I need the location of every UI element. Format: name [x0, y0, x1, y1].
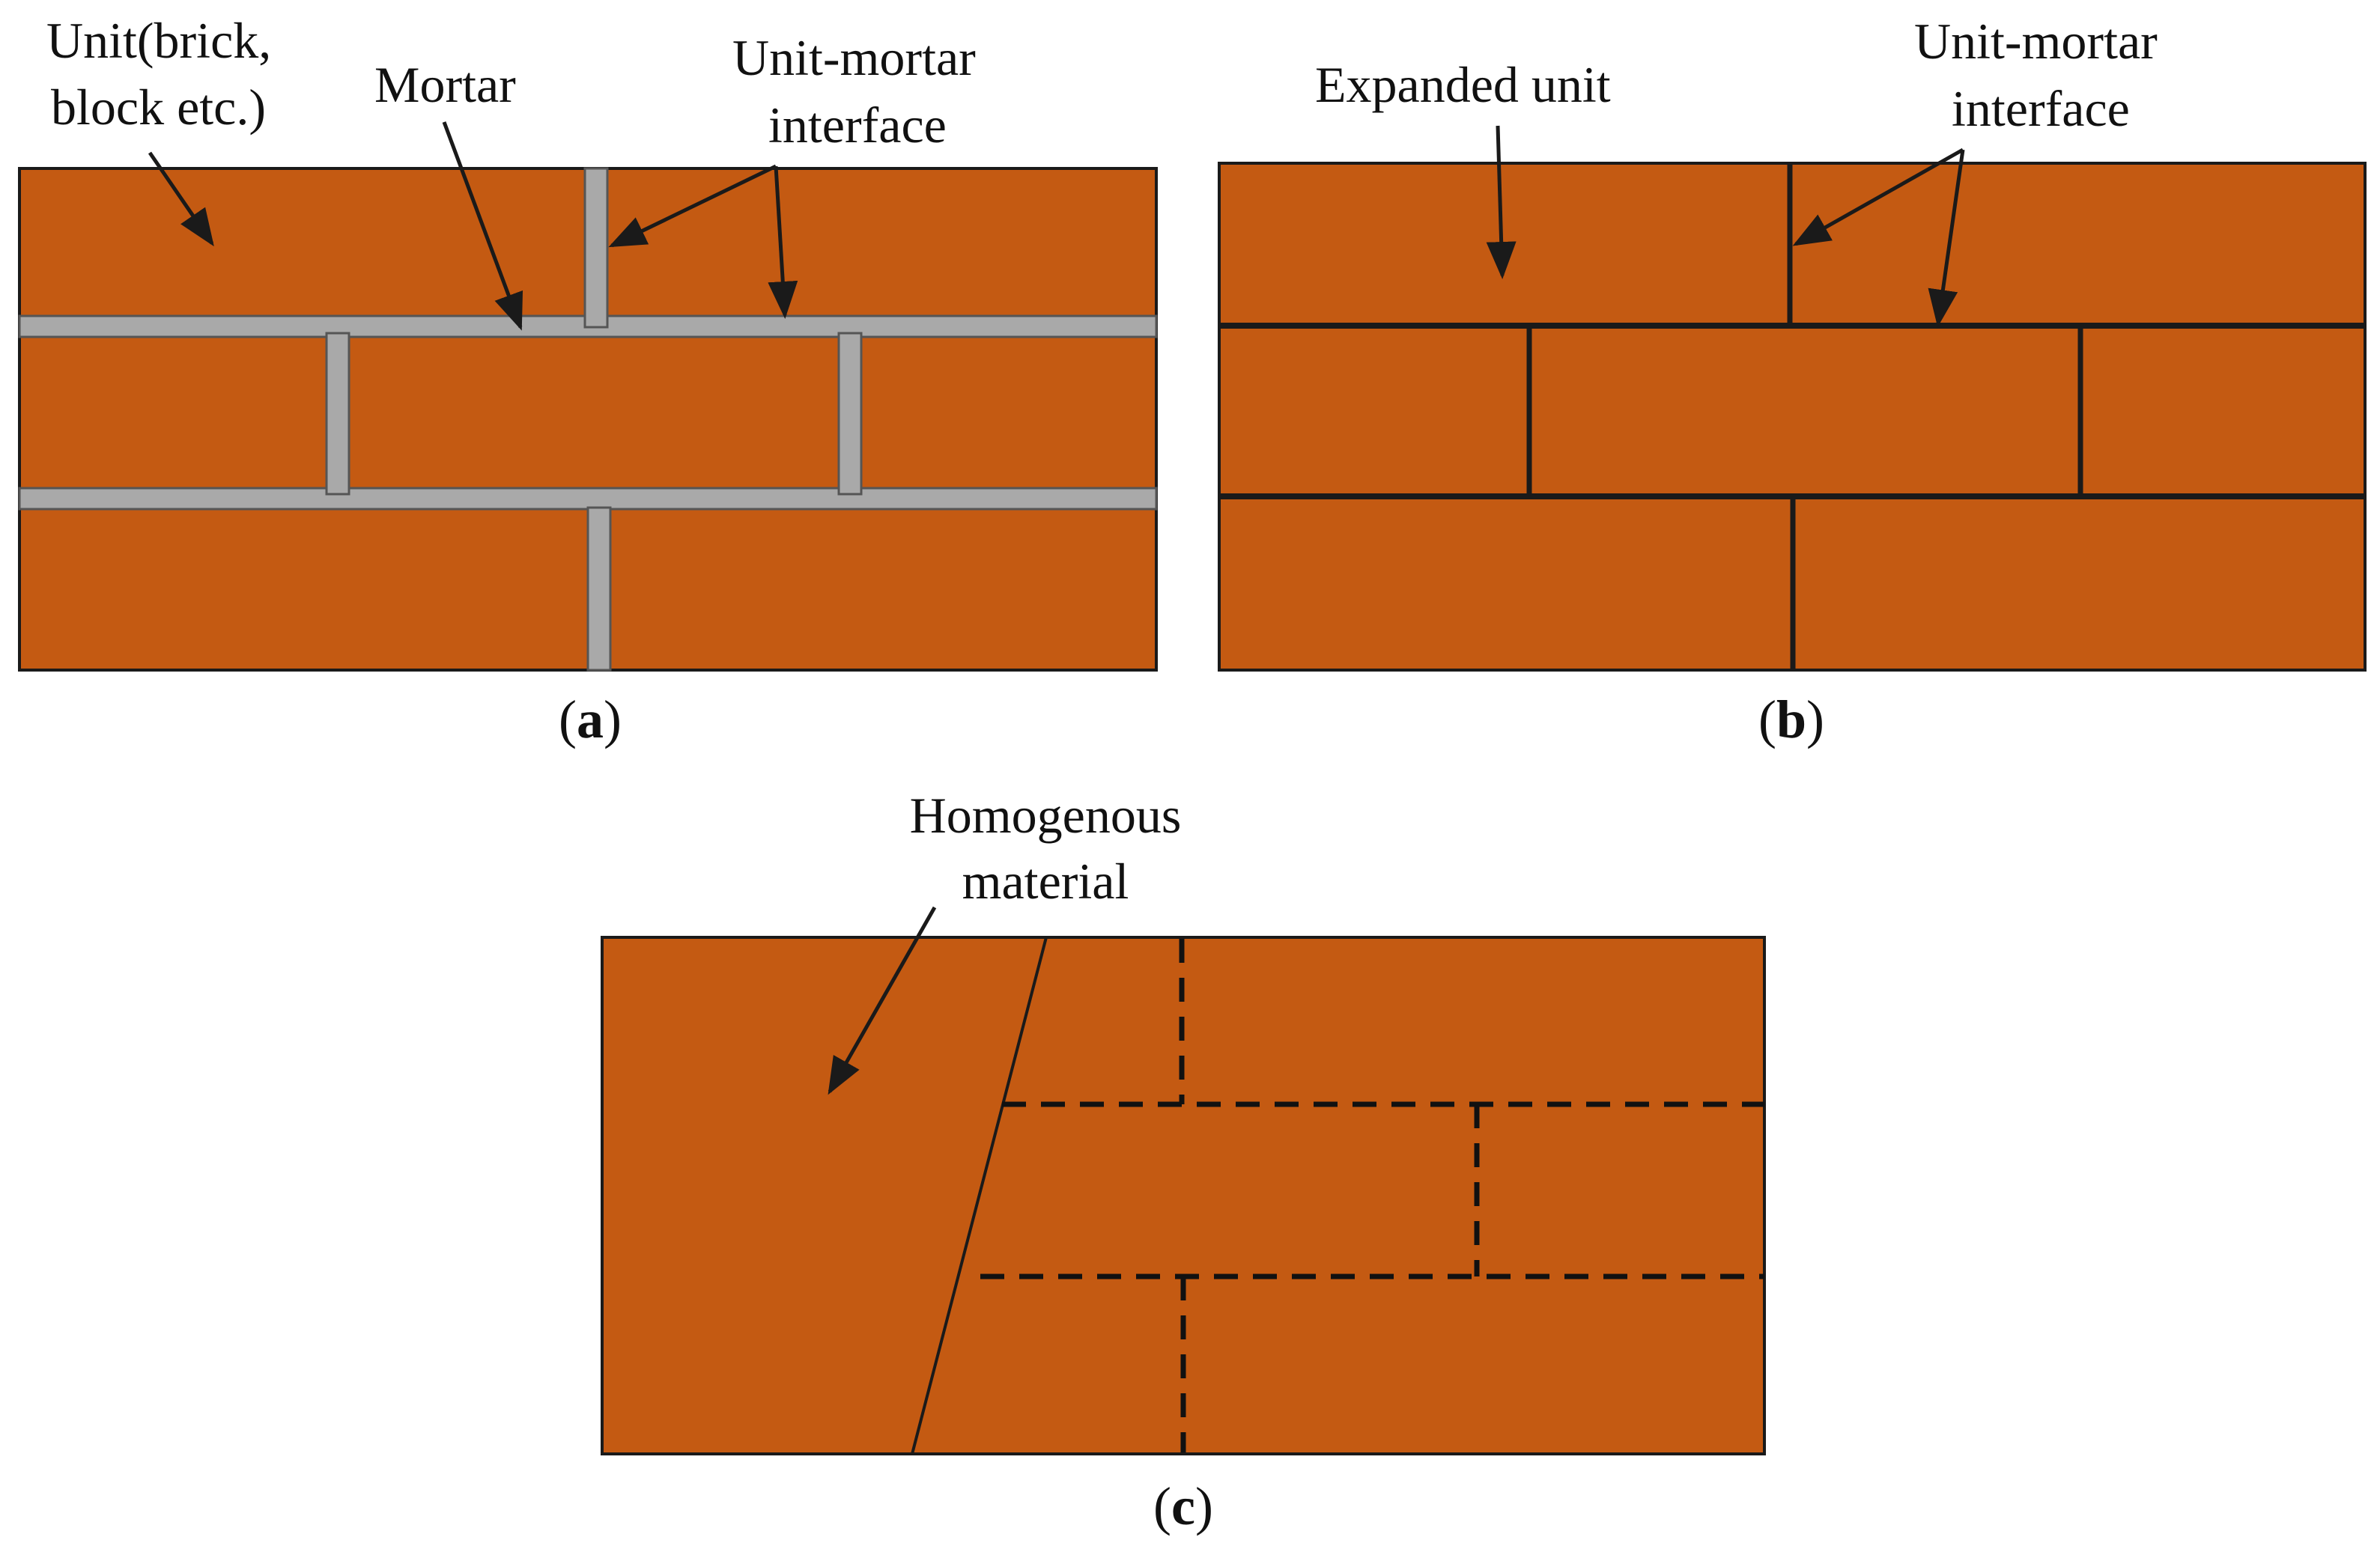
panel-a: Unit(brick, block etc.) Mortar Unit-mort… — [18, 12, 1158, 749]
arrow-to-expanded-unit — [1486, 125, 1517, 279]
arrow-to-interface-head — [608, 164, 777, 248]
mortar-head-joint — [583, 167, 609, 329]
label-interface-line1: Unit-mortar — [1914, 13, 2158, 70]
label-interface-line1: Unit-mortar — [732, 29, 976, 86]
panel-c: Homogenous material (c) — [601, 787, 1766, 1536]
mortar-bed-joint — [18, 487, 1158, 511]
mortar-head-joint — [325, 332, 350, 496]
label-interface-line2: interface — [768, 97, 947, 153]
label-unit-line2: block etc.) — [51, 79, 266, 136]
caption-c: (c) — [1153, 1476, 1213, 1536]
label-homogenous-line2: material — [962, 853, 1129, 910]
arrow-to-unit — [148, 151, 214, 247]
homogenous-boundary-line — [911, 937, 1048, 1455]
mortar-head-joint — [837, 332, 863, 496]
arrow-to-interface-bed — [768, 165, 798, 319]
label-unit-line1: Unit(brick, — [46, 12, 271, 69]
label-expanded-unit: Expanded unit — [1315, 56, 1611, 113]
arrow-to-homogenous-material — [828, 906, 937, 1095]
mortar-head-joint — [586, 506, 612, 672]
panel-b: Expanded unit Unit-mortar interface (b) — [1218, 13, 2367, 749]
arrow-to-interface-head — [1792, 147, 1964, 246]
caption-a: (a) — [559, 690, 622, 749]
label-interface-line2: interface — [1952, 80, 2130, 137]
arrow-to-mortar — [442, 121, 523, 331]
label-mortar: Mortar — [374, 56, 516, 113]
label-homogenous-line1: Homogenous — [910, 787, 1182, 844]
caption-b: (b) — [1758, 690, 1824, 749]
arrow-to-interface-bed — [1928, 149, 1965, 327]
